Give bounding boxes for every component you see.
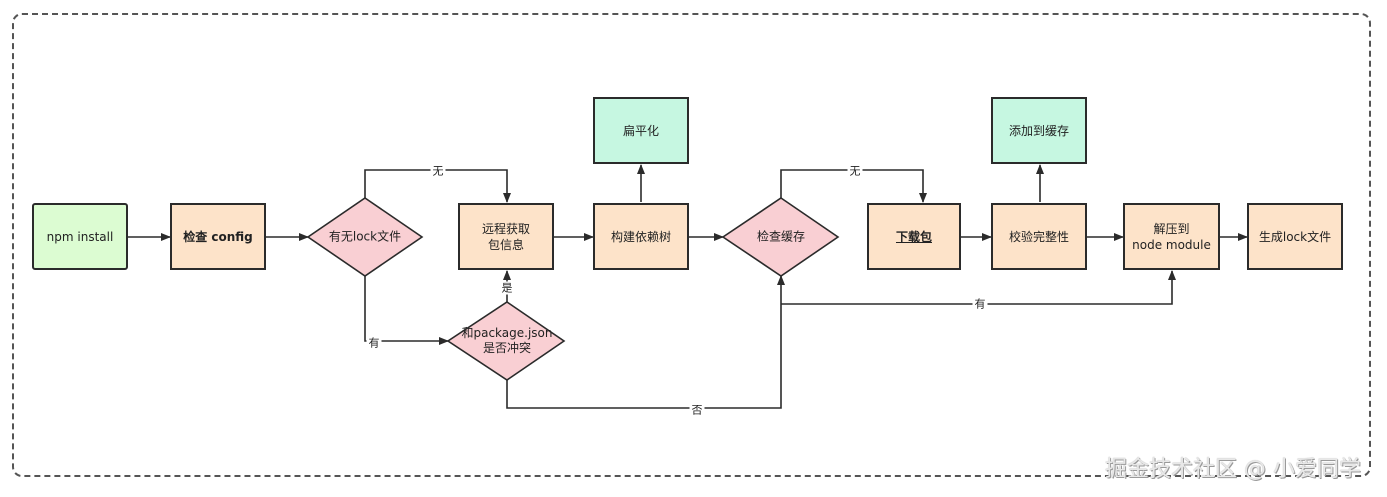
edge-label-lock-has: 有 bbox=[366, 336, 382, 350]
edge-label-conflict-no: 否 bbox=[689, 403, 705, 417]
node-verify: 校验完整性 bbox=[991, 203, 1087, 270]
edge-label-conflict-yes: 是 bbox=[499, 281, 515, 295]
edge-conflict-no bbox=[506, 275, 785, 409]
decision-has-lock-label: 有无lock文件 bbox=[328, 229, 402, 244]
edge-cache-has bbox=[781, 270, 1176, 305]
node-npm-install: npm install bbox=[32, 203, 128, 270]
node-build-tree: 构建依赖树 bbox=[593, 203, 689, 270]
dashed-frame bbox=[12, 13, 1371, 477]
edge-label-lock-none: 无 bbox=[430, 164, 446, 178]
decision-check-cache-label: 检查缓存 bbox=[756, 229, 806, 244]
node-gen-lock: 生成lock文件 bbox=[1247, 203, 1343, 270]
edge-lock-has bbox=[364, 276, 449, 345]
node-add-cache: 添加到缓存 bbox=[991, 97, 1087, 164]
decision-has-lock bbox=[306, 197, 424, 277]
node-check-config: 检查 config bbox=[170, 203, 266, 270]
decision-check-cache bbox=[721, 197, 840, 277]
decision-conflict-label: 和package.json 是否冲突 bbox=[461, 326, 553, 355]
edge-label-cache-none: 无 bbox=[847, 164, 863, 178]
node-download: 下载包 bbox=[867, 203, 961, 270]
node-flatten: 扁平化 bbox=[593, 97, 689, 164]
watermark: 掘金技术社区 @ 小爱同学 bbox=[1105, 457, 1361, 482]
decision-conflict bbox=[446, 301, 566, 381]
node-remote-fetch: 远程获取 包信息 bbox=[458, 203, 554, 270]
node-extract: 解压到 node module bbox=[1123, 203, 1220, 270]
edge-label-cache-has: 有 bbox=[972, 297, 988, 311]
